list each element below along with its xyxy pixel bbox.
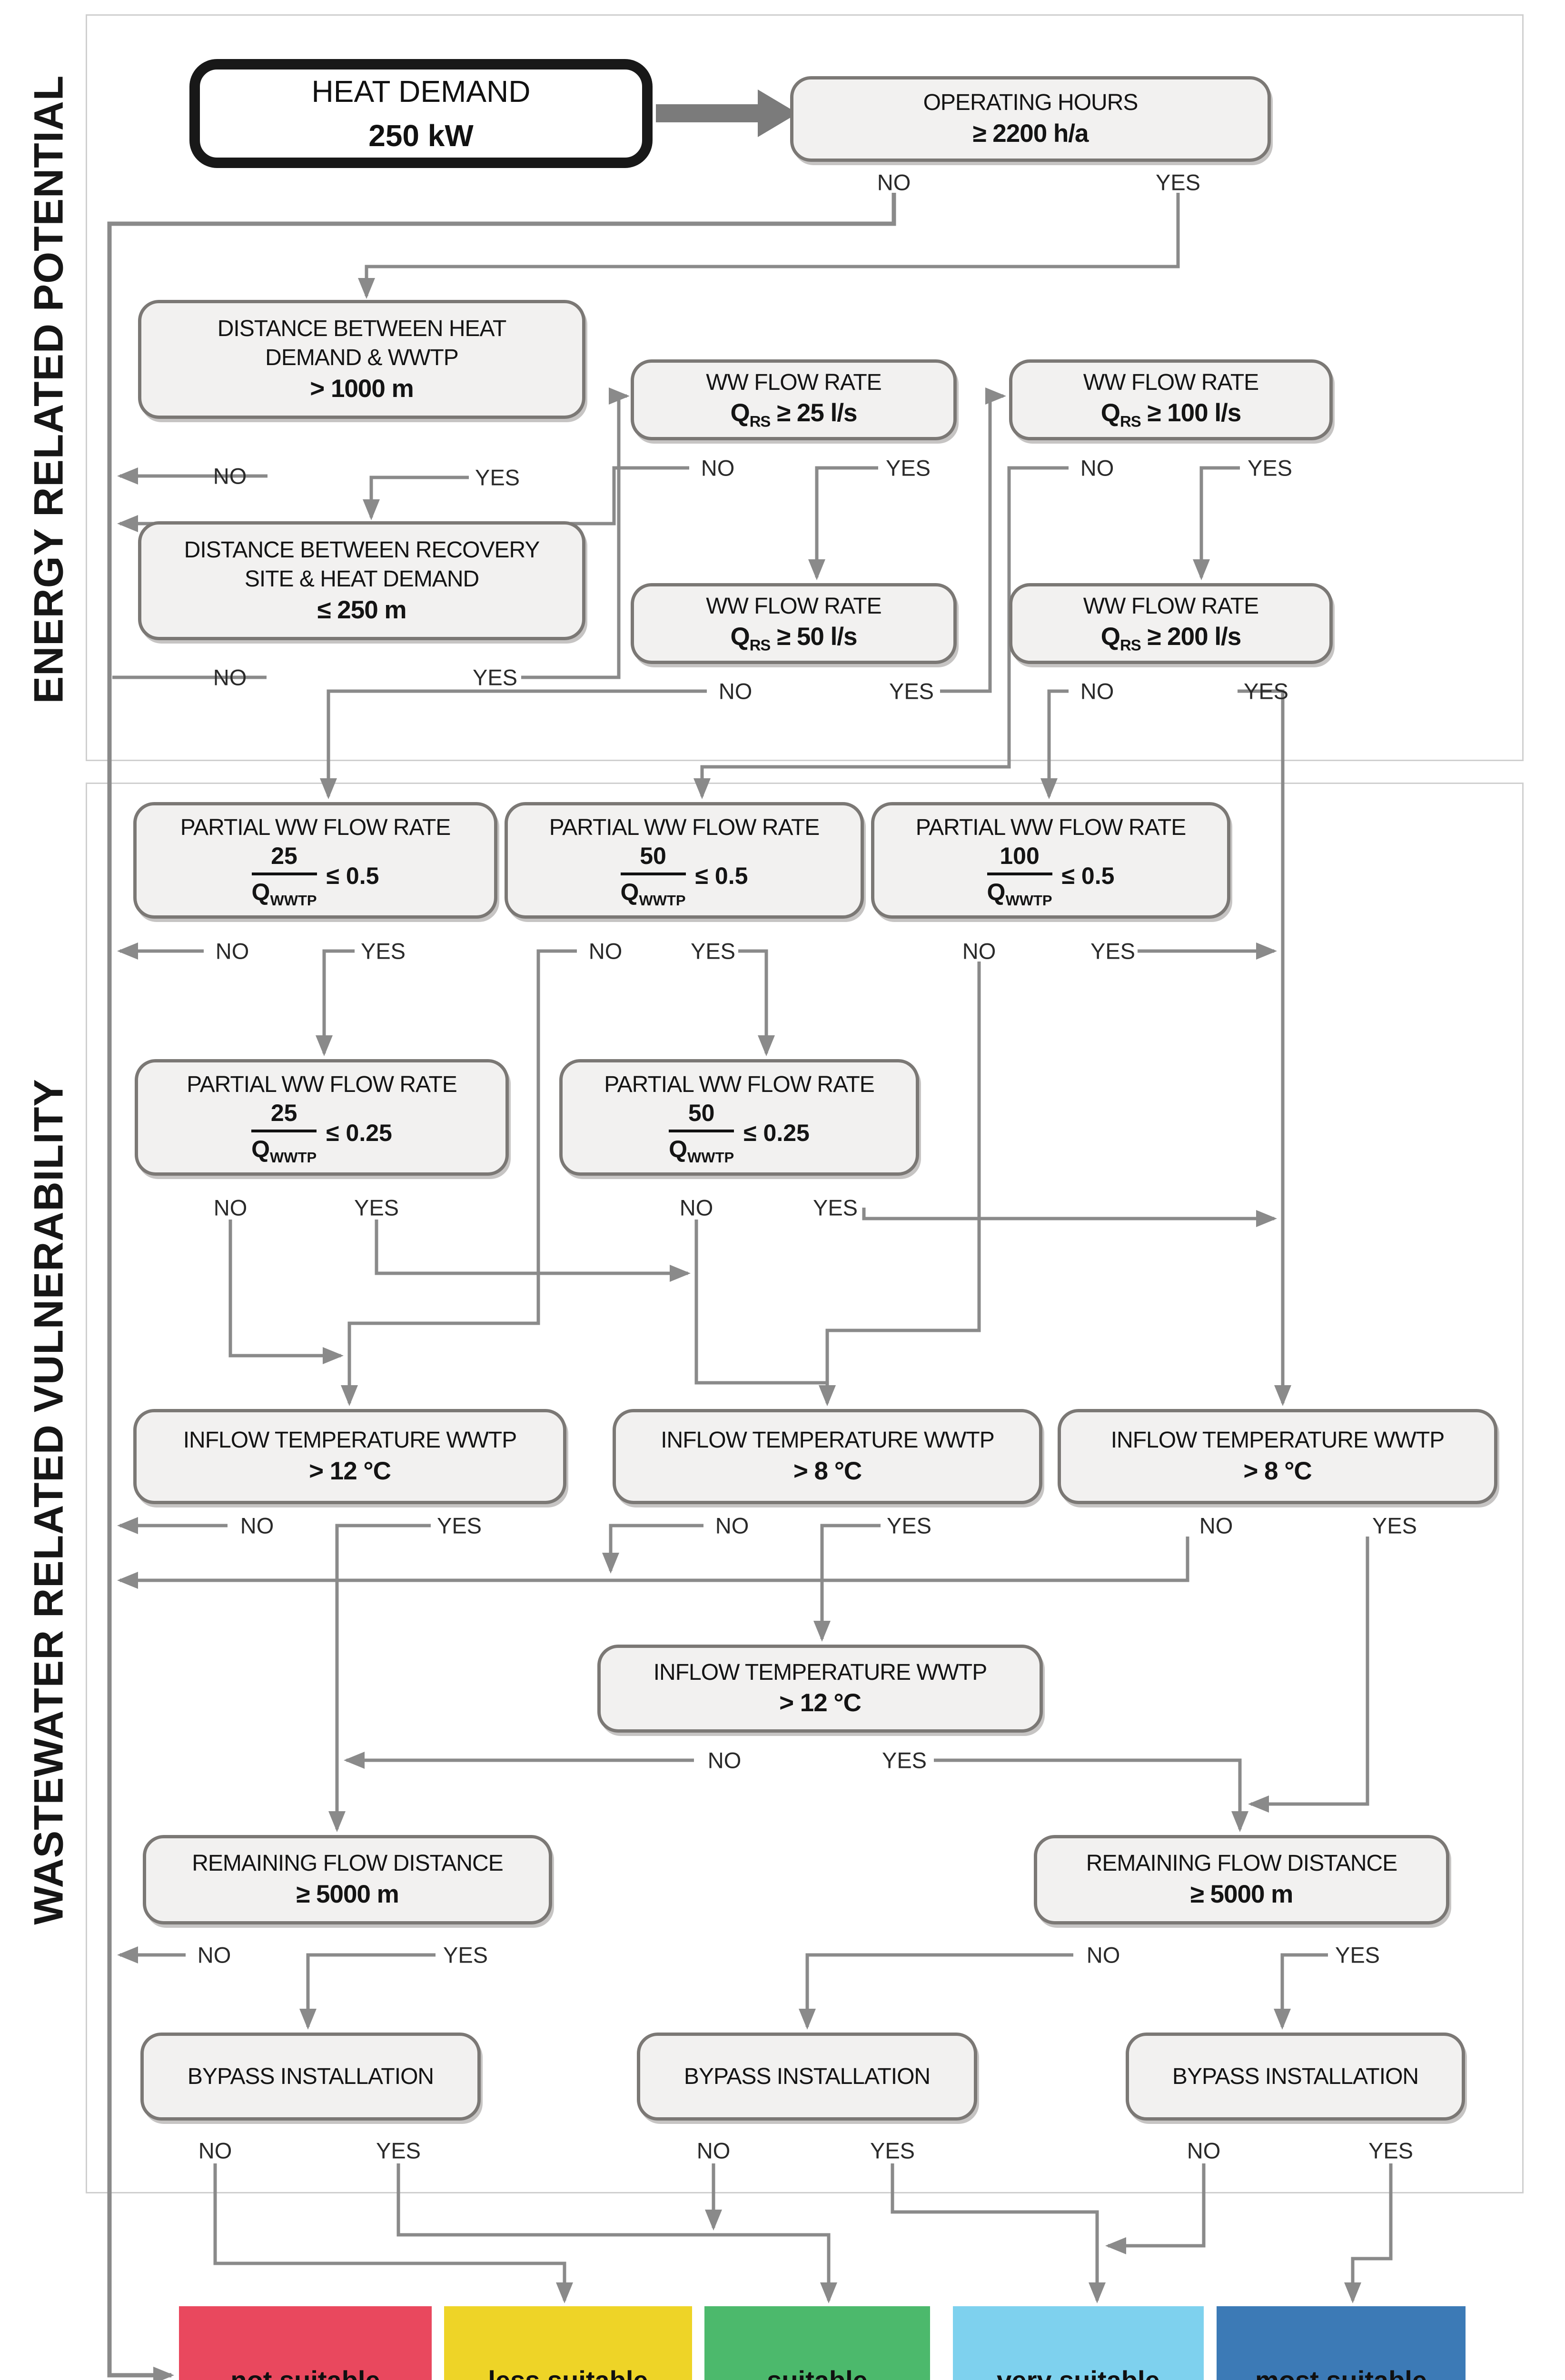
node-bypass-left: BYPASS INSTALLATION [140, 2033, 481, 2121]
label-yes: YES [1243, 678, 1289, 704]
label-yes: YES [1155, 169, 1201, 195]
label-no: NO [679, 1195, 713, 1220]
label-yes: YES [475, 465, 520, 490]
node-inflow-8-right: INFLOW TEMPERATURE WWTP > 8 °C [1058, 1409, 1497, 1504]
node-ww-flow-100: WW FLOW RATE QRS ≥ 100 l/s [1009, 359, 1333, 440]
node-heat-demand: HEAT DEMAND 250 kW [189, 59, 653, 168]
label-no: NO [213, 1195, 248, 1220]
label-no: NO [1199, 1513, 1233, 1538]
label-yes: YES [1090, 938, 1136, 964]
label-no: NO [240, 1513, 274, 1538]
label-yes: YES [376, 2138, 421, 2163]
node-operating-hours: OPERATING HOURS ≥ 2200 h/a [790, 76, 1271, 162]
node-inflow-12-left: INFLOW TEMPERATURE WWTP > 12 °C [133, 1409, 566, 1504]
label-yes: YES [882, 1747, 927, 1773]
result-less-suitable: less suitable [444, 2306, 692, 2380]
label-no: NO [718, 678, 753, 704]
result-most-suitable: most suitable [1217, 2306, 1466, 2380]
label-yes: YES [360, 938, 406, 964]
node-ww-flow-50: WW FLOW RATE QRS ≥ 50 l/s [631, 583, 957, 664]
label-no: NO [197, 1942, 231, 1968]
label-no: NO [213, 664, 247, 690]
label-yes: YES [436, 1513, 482, 1538]
label-no: NO [962, 938, 996, 964]
label-no: NO [707, 1747, 742, 1773]
label-no: NO [215, 938, 249, 964]
node-remaining-right: REMAINING FLOW DISTANCE ≥ 5000 m [1034, 1835, 1449, 1924]
section-wastewater-frame [86, 783, 1524, 2193]
node-distance-recovery: DISTANCE BETWEEN RECOVERY SITE & HEAT DE… [138, 521, 585, 640]
node-ww-flow-200: WW FLOW RATE QRS ≥ 200 l/s [1009, 583, 1333, 664]
label-yes: YES [690, 938, 736, 964]
heat-demand-title: HEAT DEMAND [311, 74, 531, 109]
node-inflow-8-mid: INFLOW TEMPERATURE WWTP > 8 °C [613, 1409, 1042, 1504]
label-no: NO [696, 2138, 731, 2163]
label-yes: YES [886, 1513, 932, 1538]
heat-demand-value: 250 kW [368, 118, 474, 153]
node-ww-flow-25: WW FLOW RATE QRS ≥ 25 l/s [631, 359, 957, 440]
node-bypass-right: BYPASS INSTALLATION [1126, 2033, 1465, 2121]
label-no: NO [588, 938, 623, 964]
section-energy-frame [86, 14, 1524, 761]
node-distance-wwtp: DISTANCE BETWEEN HEAT DEMAND & WWTP > 10… [138, 300, 585, 419]
label-no: NO [701, 455, 735, 481]
label-no: NO [1187, 2138, 1221, 2163]
label-yes: YES [870, 2138, 915, 2163]
label-no: NO [1080, 678, 1114, 704]
label-yes: YES [1247, 455, 1293, 481]
label-no: NO [715, 1513, 749, 1538]
label-yes: YES [354, 1195, 399, 1220]
label-yes: YES [443, 1942, 488, 1968]
node-inflow-12-mid: INFLOW TEMPERATURE WWTP > 12 °C [597, 1645, 1043, 1733]
label-no: NO [198, 2138, 232, 2163]
label-no: NO [1080, 455, 1114, 481]
label-yes: YES [812, 1195, 858, 1220]
result-suitable: suitable [704, 2306, 930, 2380]
result-not-suitable: not suitable [179, 2306, 432, 2380]
label-yes: YES [885, 455, 931, 481]
label-yes: YES [889, 678, 934, 704]
label-no: NO [213, 463, 247, 489]
label-yes: YES [1372, 1513, 1417, 1538]
label-yes: YES [1368, 2138, 1414, 2163]
node-bypass-mid: BYPASS INSTALLATION [637, 2033, 977, 2121]
label-no: NO [1086, 1942, 1120, 1968]
label-no: NO [877, 169, 911, 195]
label-yes: YES [1335, 1942, 1380, 1968]
node-remaining-left: REMAINING FLOW DISTANCE ≥ 5000 m [143, 1835, 552, 1924]
result-very-suitable: very suitable [953, 2306, 1204, 2380]
label-yes: YES [472, 664, 518, 690]
